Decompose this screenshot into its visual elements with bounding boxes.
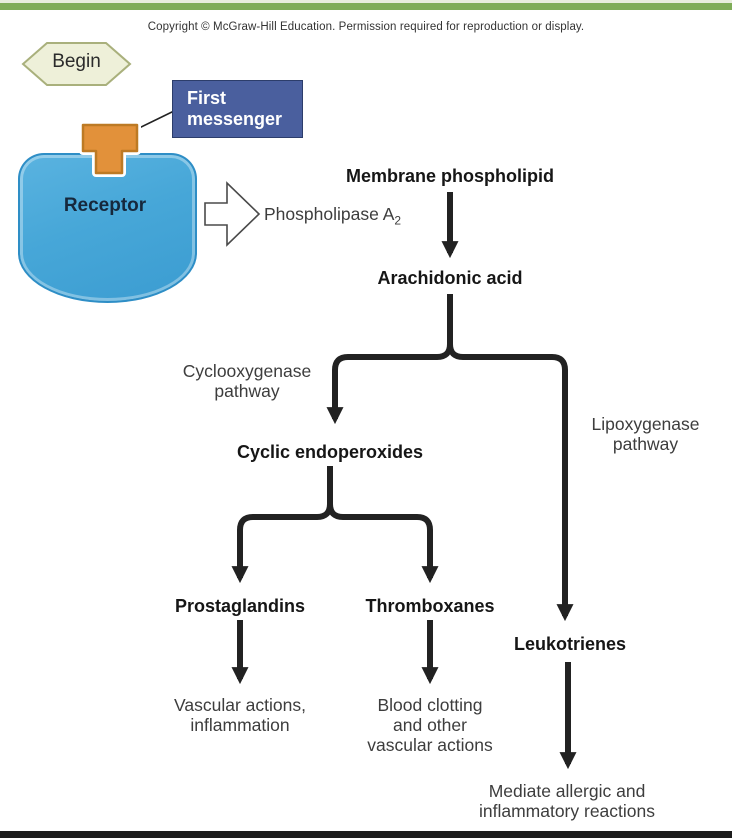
arrow-cyclic-to-thromboxanes bbox=[327, 466, 439, 584]
top-green-bar bbox=[0, 3, 732, 10]
phospholipase-subscript: 2 bbox=[394, 213, 402, 228]
top-bar-highlight bbox=[0, 0, 732, 3]
phospholipase-text: Phospholipase A bbox=[264, 204, 395, 224]
receptor-label: Receptor bbox=[63, 195, 147, 216]
first-messenger-box: First messenger bbox=[172, 80, 303, 138]
node-prostaglandins: Prostaglandins bbox=[174, 596, 306, 616]
first-messenger-pointer-line bbox=[134, 110, 175, 131]
node-arachidonic-acid: Arachidonic acid bbox=[377, 268, 523, 288]
copyright-notice: Copyright © McGraw-Hill Education. Permi… bbox=[147, 21, 585, 33]
thromboxanes-effect-label: Blood clotting and other vascular action… bbox=[367, 695, 493, 755]
node-thromboxanes: Thromboxanes bbox=[365, 596, 495, 616]
phospholipase-label: Phospholipase A2 bbox=[264, 204, 401, 228]
block-arrow-icon bbox=[204, 181, 261, 247]
node-leukotrienes: Leukotrienes bbox=[513, 634, 627, 654]
node-membrane-phospholipid: Membrane phospholipid bbox=[345, 166, 554, 186]
leukotrienes-effect-label: Mediate allergic and inflammatory reacti… bbox=[478, 781, 656, 821]
begin-label: Begin bbox=[52, 51, 101, 72]
arrow-arachidonic-to-leukotrienes bbox=[447, 294, 574, 622]
arrow-cyclic-to-prostaglandins bbox=[231, 466, 333, 584]
arrow-arachidonic-to-cyclic bbox=[326, 294, 453, 425]
prostaglandins-effect-label: Vascular actions, inflammation bbox=[174, 695, 306, 735]
lipoxygenase-pathway-label: Lipoxygenase pathway bbox=[591, 414, 700, 454]
receptor-shape bbox=[18, 153, 197, 303]
bottom-black-bar bbox=[0, 831, 732, 838]
node-cyclic-endoperoxides: Cyclic endoperoxides bbox=[236, 442, 424, 462]
cyclooxygenase-pathway-label: Cyclooxygenase pathway bbox=[182, 361, 312, 401]
